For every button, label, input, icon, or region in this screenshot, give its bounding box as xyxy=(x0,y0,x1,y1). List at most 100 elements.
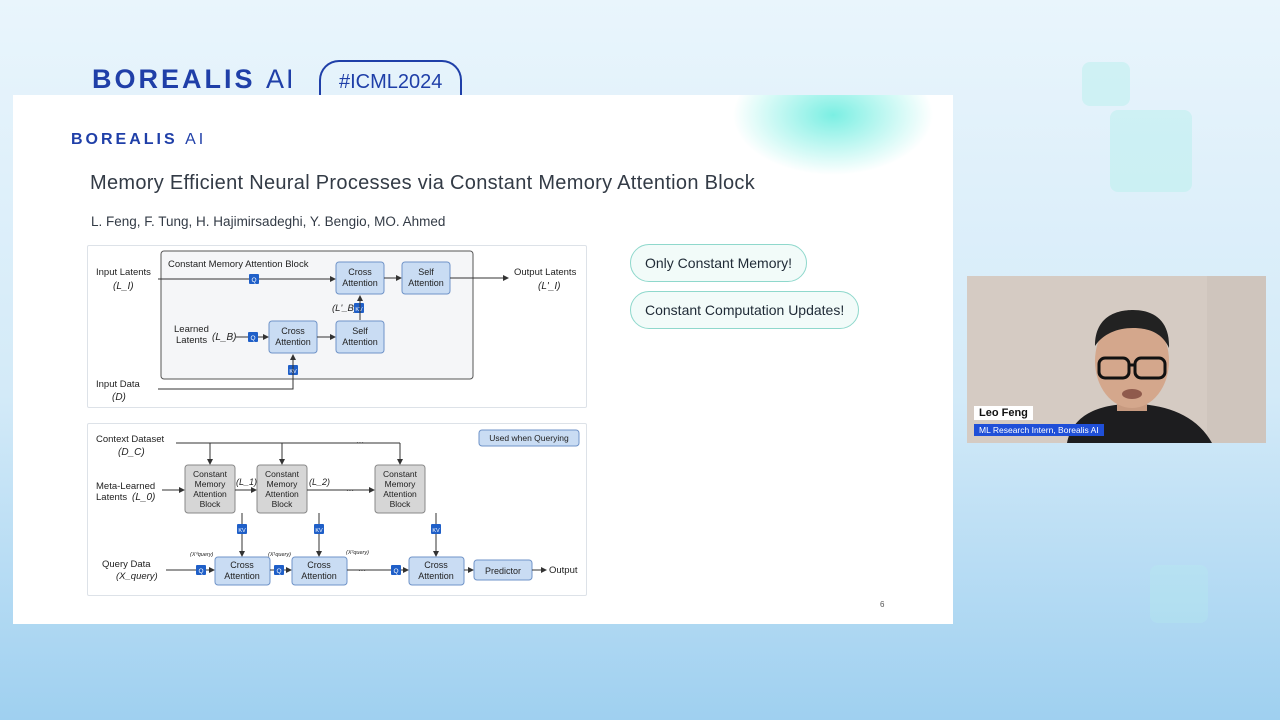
meta-latents-label-1: Meta-Learned xyxy=(96,481,155,492)
q-badge-label: Q xyxy=(393,568,398,575)
q-badge-label: Q xyxy=(198,568,203,575)
cross-q1-label-1: Cross xyxy=(230,560,254,570)
self-attention-top-label-1: Self xyxy=(418,267,434,277)
presentation-slide: BOREALIS AI Memory Efficient Neural Proc… xyxy=(13,95,953,624)
meta-latents-symbol: (L_0) xyxy=(132,492,155,503)
cross-attention-mid-label-2: Attention xyxy=(275,337,311,347)
self-attention-mid-label-1: Self xyxy=(352,326,368,336)
cmab-block-1 xyxy=(184,464,236,514)
cross-attention-block-q3 xyxy=(408,556,465,586)
q-badge xyxy=(249,274,259,284)
q-badge xyxy=(391,565,401,575)
input-latents-label: Input Latents xyxy=(96,267,151,278)
latent-dots: ··· xyxy=(346,486,354,495)
cross-attention-block-q2 xyxy=(291,556,348,586)
q-badge xyxy=(196,565,206,575)
used-when-querying-label: Used when Querying xyxy=(489,433,569,443)
page-number: 6 xyxy=(880,600,885,609)
slide-glow-decoration xyxy=(733,95,933,175)
cmab-2-label-2: Memory xyxy=(267,479,298,489)
xq1-symbol: (X¹query) xyxy=(268,552,291,558)
learned-latents-label-2: Latents xyxy=(176,335,207,346)
predictor-label: Predictor xyxy=(485,566,521,576)
cmab-block-title: Constant Memory Attention Block xyxy=(168,259,309,270)
kv-badge-label: KV xyxy=(315,528,323,534)
cmab-3-label-2: Memory xyxy=(385,479,416,489)
self-attention-block-mid xyxy=(335,320,385,354)
cross-q2-label-2: Attention xyxy=(301,571,337,581)
cross-attention-top-label-2: Attention xyxy=(342,278,378,288)
cmab-3-label-1: Constant xyxy=(383,469,418,479)
input-data-label: Input Data xyxy=(96,379,141,390)
cmab-diagram-svg: Constant Memory Attention Block Input La… xyxy=(96,250,577,403)
header-logo-text: BOREALIS xyxy=(92,64,256,94)
context-dataset-label: Context Dataset xyxy=(96,434,164,445)
kv-badge xyxy=(431,524,441,534)
slide-logo: BOREALIS AI xyxy=(71,131,206,149)
presenter-name-tag: Leo Feng xyxy=(974,406,1033,420)
cmab-outer-box xyxy=(160,250,474,380)
presenter-silhouette xyxy=(967,276,1266,443)
kv-badge xyxy=(237,524,247,534)
lb-prime-symbol: (L'_B) xyxy=(332,303,357,314)
output-label: Output xyxy=(549,565,578,576)
kv-badge-label: KV xyxy=(432,528,440,534)
presenter-role-tag: ML Research Intern, Borealis AI xyxy=(974,424,1104,436)
cmab-1-label-2: Memory xyxy=(195,479,226,489)
self-attention-top-label-2: Attention xyxy=(408,278,444,288)
query-data-symbol: (X_query) xyxy=(116,571,158,582)
learned-latents-symbol: (L_B) xyxy=(212,332,236,343)
context-dataset-symbol: (D_C) xyxy=(118,447,145,458)
q-badge-label: Q xyxy=(250,335,255,342)
header-logo: BOREALIS AI xyxy=(92,64,296,95)
output-latents-symbol: (L'_I) xyxy=(538,281,560,292)
cmab-3-label-3: Attention xyxy=(383,489,417,499)
input-latents-symbol: (L_I) xyxy=(113,281,134,292)
pill-constant-memory: Only Constant Memory! xyxy=(630,244,808,282)
cmab-1-label-1: Constant xyxy=(193,469,228,479)
cross-q1-label-2: Attention xyxy=(224,571,260,581)
learned-latents-label-1: Learned xyxy=(174,324,209,335)
used-when-querying-tag xyxy=(478,429,580,447)
cmab-1-label-3: Attention xyxy=(193,489,227,499)
slide-logo-ai: AI xyxy=(185,131,207,148)
slide-title: Memory Efficient Neural Processes via Co… xyxy=(90,172,756,194)
background-tile xyxy=(1110,110,1192,192)
kv-badge-label: KV xyxy=(355,307,363,313)
cmab-3-label-4: Block xyxy=(390,499,412,509)
query-data-label: Query Data xyxy=(102,559,151,570)
background-tile xyxy=(1082,62,1130,106)
kv-badge xyxy=(314,524,324,534)
cmab-2-label-3: Attention xyxy=(265,489,299,499)
slide-authors: L. Feng, F. Tung, H. Hajimirsadeghi, Y. … xyxy=(91,214,446,229)
pill-constant-computation: Constant Computation Updates! xyxy=(630,291,860,329)
self-attention-mid-label-2: Attention xyxy=(342,337,378,347)
output-latents-label: Output Latents xyxy=(514,267,577,278)
cmab-2-label-4: Block xyxy=(272,499,294,509)
input-data-symbol: (D) xyxy=(112,392,126,403)
np-pipeline-diagram-svg: Context Dataset (D_C) ··· Used when Quer… xyxy=(96,429,580,586)
background-tile xyxy=(1150,565,1208,623)
cross-attention-top-label-1: Cross xyxy=(348,267,372,277)
cross-q3-label-1: Cross xyxy=(424,560,448,570)
cross-q3-label-2: Attention xyxy=(418,571,454,581)
cross-q2-label-1: Cross xyxy=(307,560,331,570)
kv-badge-label: KV xyxy=(238,528,246,534)
header-logo-ai: AI xyxy=(266,64,296,94)
meta-latents-label-2: Latents xyxy=(96,492,127,503)
xq0-symbol: (X⁰query) xyxy=(190,551,213,558)
query-dots: ··· xyxy=(358,566,366,575)
cmab-1-label-4: Block xyxy=(200,499,222,509)
hashtag-badge: #ICML2024 xyxy=(319,60,463,98)
q-badge xyxy=(248,332,258,342)
q-badge xyxy=(274,565,284,575)
slide-logo-text: BOREALIS xyxy=(71,131,178,148)
cross-attention-mid-label-1: Cross xyxy=(281,326,305,336)
cmab-2-label-1: Constant xyxy=(265,469,300,479)
q-badge-label: Q xyxy=(251,277,256,284)
q-badge-label: Q xyxy=(276,568,281,575)
context-dots: ··· xyxy=(356,438,364,447)
cmab-block-2 xyxy=(256,464,308,514)
l2-symbol: (L_2) xyxy=(309,477,330,487)
cmab-diagram: Constant Memory Attention Block Input La… xyxy=(87,245,587,408)
